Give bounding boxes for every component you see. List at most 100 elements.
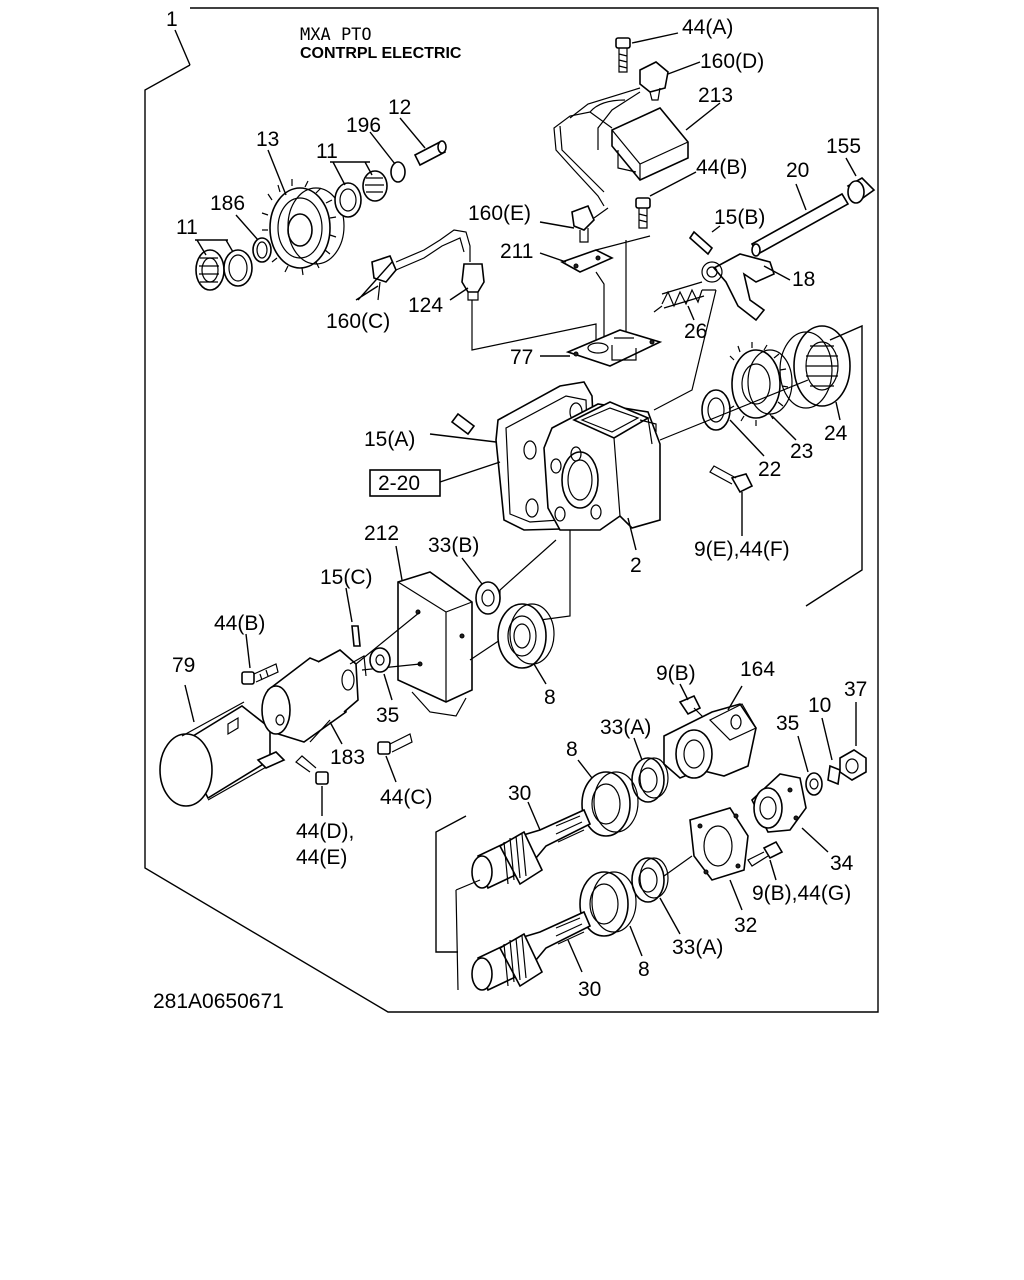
callout-186: 186 bbox=[210, 192, 245, 215]
leader-9B bbox=[679, 683, 689, 701]
leader-186 bbox=[235, 214, 259, 241]
bolt-44B-left bbox=[241, 663, 279, 685]
leader-24 bbox=[835, 401, 841, 421]
callout-32: 32 bbox=[734, 914, 757, 937]
leader-2 bbox=[627, 517, 637, 551]
callout-1: 1 bbox=[166, 8, 178, 31]
ring-196 bbox=[390, 161, 406, 183]
figure-code: 281A0650671 bbox=[153, 990, 284, 1013]
callout-10: 10 bbox=[808, 694, 831, 717]
leader-8a bbox=[533, 663, 547, 685]
callout-212: 212 bbox=[364, 522, 399, 545]
bolt-44B-top bbox=[635, 197, 651, 229]
leader-1 bbox=[174, 29, 191, 66]
callout-15B: 15(B) bbox=[714, 206, 765, 229]
callout-22: 22 bbox=[758, 458, 781, 481]
callout-8c: 8 bbox=[638, 958, 650, 981]
callout-11a: 11 bbox=[316, 140, 338, 163]
callout-79: 79 bbox=[172, 654, 195, 677]
title-line2: CONTRPL ELECTRIC bbox=[300, 45, 462, 62]
leader-33B bbox=[461, 557, 483, 585]
clip-10 bbox=[827, 764, 841, 786]
bearing-8-upper bbox=[497, 603, 555, 669]
bolt-44D-44E bbox=[295, 755, 329, 785]
leader-44C bbox=[385, 755, 397, 783]
shaft-30-upper bbox=[471, 808, 592, 890]
callout-183: 183 bbox=[330, 746, 365, 769]
dash-link-212 bbox=[355, 611, 501, 671]
leader-44B-left bbox=[245, 633, 251, 669]
leader-35b bbox=[797, 735, 809, 773]
washer-22 bbox=[701, 389, 731, 431]
spacer-186 bbox=[252, 237, 272, 263]
callout-33A-b: 33(A) bbox=[672, 936, 723, 959]
callout-77: 77 bbox=[510, 346, 533, 369]
leader-33A-a bbox=[633, 737, 643, 761]
leader-213 bbox=[685, 102, 721, 131]
pin-15C bbox=[351, 625, 361, 647]
callout-44E: 44(E) bbox=[296, 846, 347, 869]
seal-33A-lower bbox=[631, 857, 669, 903]
ref-box-2-20 bbox=[369, 469, 441, 497]
leader-124 bbox=[449, 287, 469, 301]
ref-box-label: 2-20 bbox=[378, 472, 420, 495]
callout-12: 12 bbox=[388, 96, 411, 119]
leader-26 bbox=[687, 305, 695, 321]
leader-33A-b bbox=[659, 897, 681, 935]
leader-23 bbox=[771, 415, 797, 441]
shaft-axis-top bbox=[659, 379, 809, 441]
fork-18 bbox=[701, 253, 775, 322]
callout-8a: 8 bbox=[544, 686, 556, 709]
washer-35-right bbox=[805, 772, 823, 796]
collar-155 bbox=[846, 177, 876, 204]
housing-2 bbox=[543, 401, 661, 531]
dash-link-housing bbox=[499, 530, 571, 621]
plate-77 bbox=[565, 329, 663, 367]
leader-20 bbox=[795, 183, 807, 211]
flange-164 bbox=[663, 703, 757, 779]
gasket-32 bbox=[689, 807, 749, 881]
spring-26 bbox=[661, 281, 705, 309]
sleeve-24 bbox=[779, 325, 851, 409]
leader-160C bbox=[355, 261, 393, 301]
dash-lower-a bbox=[455, 879, 481, 991]
title-line1: MXA PTO bbox=[300, 25, 372, 45]
bearing-8-mid bbox=[581, 771, 639, 837]
gear-23 bbox=[728, 342, 793, 426]
leader-155 bbox=[845, 157, 857, 177]
callout-23: 23 bbox=[790, 440, 813, 463]
bearing-11-lower bbox=[195, 249, 253, 291]
pin-12 bbox=[413, 140, 447, 167]
gear-13 bbox=[261, 179, 345, 276]
leader-30a bbox=[527, 801, 541, 831]
leader-11a bbox=[330, 161, 373, 186]
flange-34 bbox=[751, 773, 807, 833]
leader-211 bbox=[539, 252, 567, 263]
leader-160D bbox=[667, 61, 701, 75]
callout-2: 2 bbox=[630, 554, 642, 577]
leader-12 bbox=[399, 117, 426, 149]
motor-79 bbox=[159, 701, 286, 807]
callout-18: 18 bbox=[792, 268, 815, 291]
pin-15A bbox=[450, 412, 476, 436]
bracket-lower-left bbox=[435, 815, 467, 953]
leader-18 bbox=[763, 265, 791, 281]
callout-34: 34 bbox=[830, 852, 854, 875]
harness-top bbox=[553, 91, 641, 207]
leader-160E bbox=[539, 221, 575, 229]
callout-44A: 44(A) bbox=[682, 16, 733, 39]
callout-9E-44F: 9(E),44(F) bbox=[694, 538, 790, 561]
callout-213: 213 bbox=[698, 84, 733, 107]
actuator-183 bbox=[261, 649, 367, 743]
pin-15B bbox=[688, 230, 714, 256]
callout-26: 26 bbox=[684, 320, 707, 343]
bearing-11-upper bbox=[334, 170, 388, 218]
leader-11b bbox=[195, 239, 234, 256]
callout-155: 155 bbox=[826, 135, 861, 158]
callout-35a: 35 bbox=[376, 704, 399, 727]
leader-35a bbox=[383, 673, 393, 701]
leader-15B bbox=[711, 225, 721, 233]
washer-35-left bbox=[369, 647, 391, 673]
harness-top-b bbox=[559, 87, 641, 193]
